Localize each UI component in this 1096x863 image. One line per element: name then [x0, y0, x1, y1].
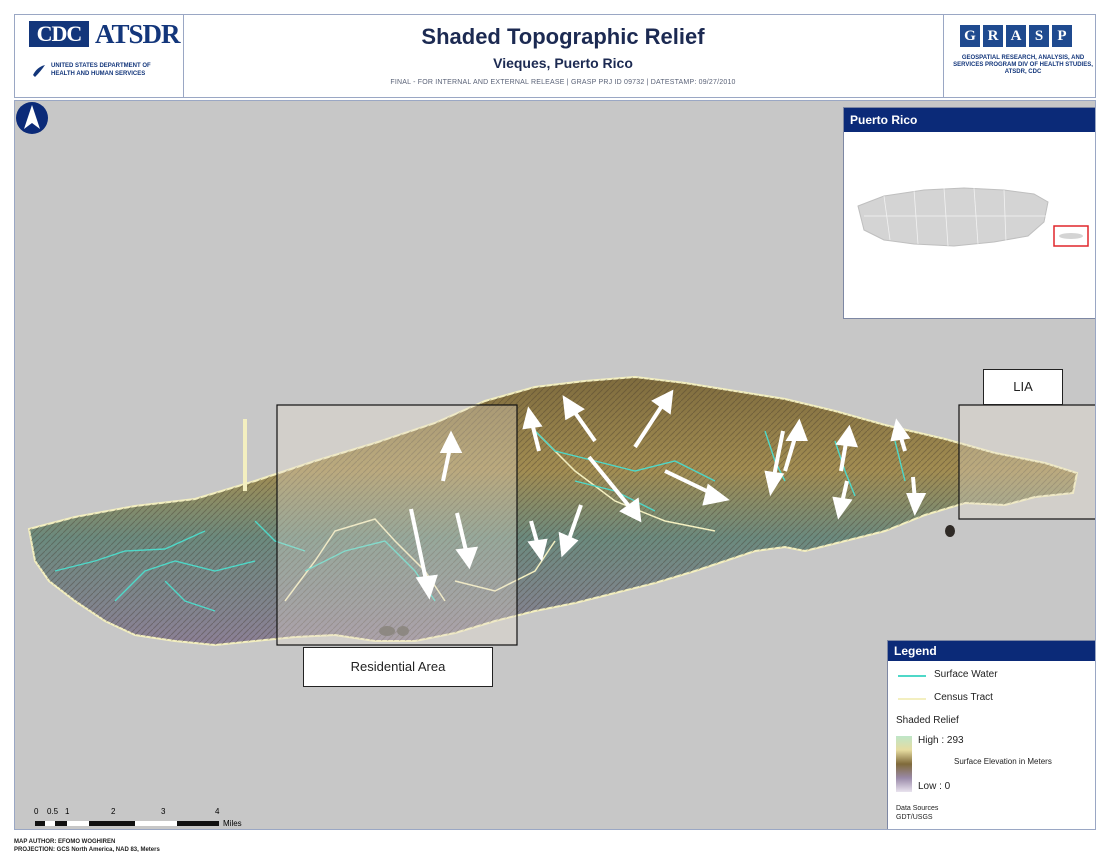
grasp-letter: A [1006, 25, 1026, 47]
north-arrow-icon [16, 102, 48, 134]
pier [243, 419, 247, 491]
residential-area-box [276, 404, 518, 646]
map-author: MAP AUTHOR: EFOMO WOGHIREN [14, 839, 116, 845]
vieques-highlight [1053, 225, 1089, 247]
island-map [27, 375, 1095, 647]
scale-tick: 1 [65, 807, 70, 816]
map-canvas[interactable]: Puerto Rico LIA Residential Area Legend … [14, 100, 1096, 830]
legend-elevation-label: Surface Elevation in Meters [954, 757, 1052, 766]
grasp-logo-block: G R A S P GEOSPATIAL RESEARCH, ANALYSIS,… [943, 15, 1096, 97]
islet [945, 525, 955, 537]
scale-bar: 0 0.5 1 2 3 4 Miles [34, 807, 285, 829]
legend-census-tract: Census Tract [934, 692, 993, 703]
flow-arrows [409, 389, 927, 600]
grasp-letter: S [1029, 25, 1049, 47]
inset-title: Puerto Rico [844, 108, 1095, 132]
legend-title: Legend [888, 641, 1095, 661]
inset-map: Puerto Rico [843, 107, 1095, 319]
lia-label: LIA [983, 369, 1063, 405]
scale-tick: 3 [161, 807, 166, 816]
map-header: CDC ATSDR UNITED STATES DEPARTMENT OF HE… [14, 14, 1096, 98]
legend-high: High : 293 [918, 735, 964, 746]
residential-area-label: Residential Area [303, 647, 493, 687]
scale-tick: 2 [111, 807, 116, 816]
title-block: Shaded Topographic Relief Vieques, Puert… [183, 15, 943, 97]
elevation-ramp [896, 736, 912, 792]
legend-shaded-relief: Shaded Relief [896, 715, 959, 726]
legend-sources-label: Data Sources [896, 805, 939, 812]
legend-sources-value: GDT/USGS [896, 814, 933, 821]
grasp-letter: G [960, 25, 980, 47]
map-title: Shaded Topographic Relief [421, 24, 705, 49]
lia-box [958, 404, 1095, 520]
cdc-logo: CDC [29, 21, 89, 47]
grasp-letter: P [1052, 25, 1072, 47]
map-subtitle: Vieques, Puerto Rico [493, 55, 633, 71]
grasp-letter: R [983, 25, 1003, 47]
puerto-rico-outline [857, 187, 1089, 247]
surface-water-lines [54, 420, 906, 612]
map-legend: Legend Surface Water Census Tract Shaded… [887, 640, 1095, 829]
census-tract-swatch [898, 698, 926, 700]
hhs-text: UNITED STATES DEPARTMENT OF HEALTH AND H… [51, 63, 151, 77]
surface-water-swatch [898, 675, 926, 677]
grasp-text: GEOSPATIAL RESEARCH, ANALYSIS, AND SERVI… [953, 55, 1093, 75]
grasp-logo: G R A S P [960, 25, 1072, 47]
agency-logo-block: CDC ATSDR UNITED STATES DEPARTMENT OF HE… [15, 15, 184, 97]
map-projection: PROJECTION: GCS North America, NAD 83, M… [14, 847, 160, 853]
legend-surface-water: Surface Water [934, 669, 998, 680]
scale-tick: 0 [34, 807, 39, 816]
scale-tick: 4 [215, 807, 220, 816]
scale-tick: 0.5 [47, 807, 59, 816]
islet [379, 626, 395, 636]
hhs-eagle-icon [33, 65, 45, 77]
atsdr-logo: ATSDR [95, 19, 181, 49]
release-line: FINAL - FOR INTERNAL AND EXTERNAL RELEAS… [390, 79, 736, 86]
map-footer: MAP AUTHOR: EFOMO WOGHIREN PROJECTION: G… [14, 838, 160, 854]
scale-unit: Miles [223, 819, 242, 828]
islet [397, 626, 409, 636]
legend-low: Low : 0 [918, 781, 951, 792]
